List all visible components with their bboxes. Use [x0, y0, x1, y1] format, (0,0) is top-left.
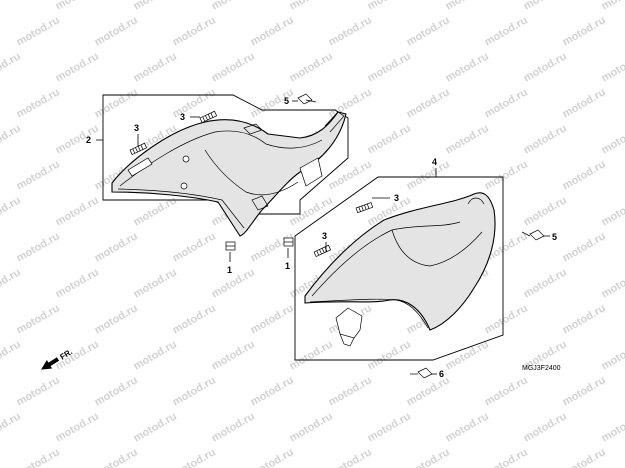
- right-screw-part: [521, 229, 545, 241]
- left-panel-inner-edge: [119, 130, 323, 187]
- right-panel-top-hook: [467, 197, 485, 205]
- bottom-screw-part: [410, 367, 433, 379]
- left-panel-clip: [299, 157, 323, 187]
- right-spring-upper: [355, 202, 374, 214]
- right-panel-ridge: [391, 229, 483, 267]
- left-panel-top-lip: [243, 123, 263, 135]
- right-group-frame: [294, 176, 504, 361]
- left-screw-part: [297, 93, 317, 105]
- direction-label: FR.: [58, 347, 74, 361]
- callout-left-screw: 5: [284, 96, 289, 106]
- grommet-left-part: [225, 241, 236, 251]
- right-panel-lower-lip: [309, 298, 429, 329]
- right-spring-lower: [313, 244, 332, 257]
- left-panel-stay: [251, 195, 269, 211]
- drawing-code: MGJ3F2400: [522, 365, 561, 372]
- callout-right-screw: 5: [552, 232, 557, 242]
- left-panel-lower-edge: [117, 188, 245, 229]
- grommet-mid-part: [283, 237, 294, 247]
- left-panel-slot: [127, 157, 153, 177]
- callout-grommet-left: 1: [227, 265, 232, 275]
- left-panel-boss-2: [180, 182, 188, 190]
- left-side-panel: [111, 111, 347, 237]
- right-panel-stay: [335, 307, 363, 339]
- callout-right-spring: 3: [394, 193, 399, 203]
- callout-left-panel: 2: [86, 135, 91, 145]
- left-panel-top-rail: [324, 111, 345, 133]
- callout-grommet-mid: 1: [285, 261, 290, 271]
- right-side-panel: [304, 192, 496, 331]
- left-spring-upper: [199, 110, 218, 123]
- left-group-frame: [102, 94, 349, 215]
- left-spring-lower: [129, 142, 148, 155]
- left-panel-boss: [182, 155, 190, 163]
- callout-bottom-screw: 6: [439, 369, 444, 379]
- callout-left-spring: 3: [180, 112, 185, 122]
- right-panel-stay-tab: [339, 333, 355, 347]
- left-panel-fold: [204, 149, 299, 196]
- callout-left-spring-2: 3: [134, 123, 139, 133]
- callout-right-spring-2: 3: [322, 231, 327, 241]
- callout-right-panel: 4: [432, 157, 437, 167]
- front-direction-arrow: FR.: [41, 347, 74, 370]
